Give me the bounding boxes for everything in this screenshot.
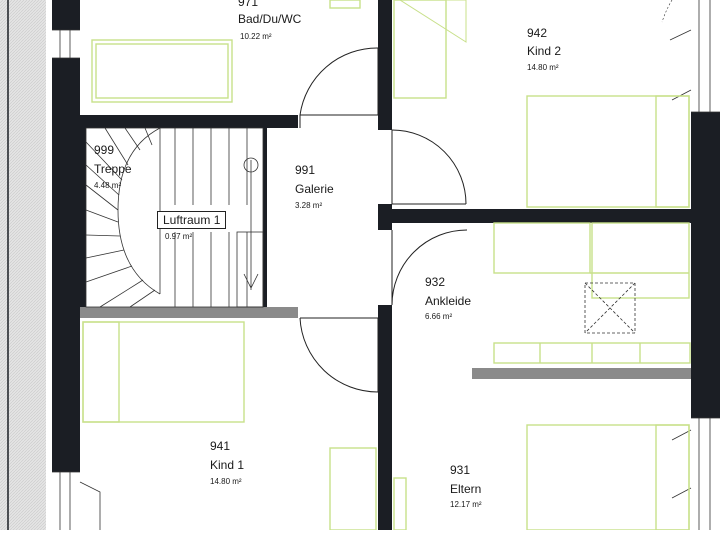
room-name-eltern: Eltern	[450, 482, 482, 496]
ankleide-wardrobe-right	[591, 222, 690, 299]
window-west-top	[52, 29, 80, 59]
room-name-ankleide: Ankleide	[425, 294, 472, 308]
room-number-kind1: 941	[210, 439, 231, 453]
room-name-stair: Treppe	[94, 162, 132, 176]
room-area-kind2: 14.80 m²	[527, 63, 559, 72]
window-east-top	[661, 0, 720, 113]
wall-bath-south	[80, 115, 298, 128]
wall-stair-west-post	[80, 115, 86, 310]
room-name-galerie: Galerie	[295, 182, 334, 196]
room-area-bath: 10.22 m²	[240, 32, 272, 41]
room-number-kind2: 942	[527, 26, 548, 40]
window-west-bottom	[52, 471, 101, 530]
ankleide-wardrobe-left	[493, 222, 591, 274]
kind1-bed	[82, 321, 245, 423]
door-bath	[299, 47, 379, 128]
room-number-ankleide: 932	[425, 275, 446, 289]
room-area-galerie: 3.28 m²	[295, 201, 323, 210]
wall-stair-south	[80, 307, 298, 318]
room-number-stair: 999	[94, 143, 115, 157]
wall-central-top	[378, 0, 392, 130]
room-name-bath: Bad/Du/WC	[238, 12, 302, 26]
room-name-luftraum: Luftraum 1	[157, 211, 227, 229]
wall-ankleide-south	[472, 368, 691, 379]
room-area-kind1: 14.80 m²	[210, 477, 242, 486]
exterior-wall-west	[52, 0, 80, 530]
door-kind1	[299, 317, 379, 393]
kind2-desk	[393, 0, 447, 99]
window-east-bottom	[671, 417, 720, 530]
room-area-ankleide: 6.66 m²	[425, 312, 453, 321]
wall-kind2-south	[392, 209, 691, 223]
room-number-galerie: 991	[295, 163, 316, 177]
bathtub	[91, 39, 233, 103]
room-number-bath: 971	[238, 0, 259, 9]
room-name-kind2: Kind 2	[527, 44, 562, 58]
wall-stair-east	[263, 128, 267, 310]
skylight-symbol	[584, 282, 636, 334]
wall-central-mid	[378, 204, 392, 230]
door-ankleide	[391, 229, 468, 306]
room-area-luftraum: 0.97 m²	[165, 232, 193, 241]
bath-counter	[329, 0, 361, 9]
eltern-wardrobe	[393, 477, 407, 531]
wall-central-bottom	[378, 305, 392, 530]
eltern-bed	[526, 424, 690, 531]
door-kind2	[391, 129, 467, 205]
room-area-stair: 4.48 m²	[94, 181, 122, 190]
room-area-eltern: 12.17 m²	[450, 500, 482, 509]
kind1-desk	[329, 447, 377, 531]
room-number-eltern: 931	[450, 463, 471, 477]
room-name-kind1: Kind 1	[210, 458, 245, 472]
kind2-bed	[526, 95, 690, 208]
